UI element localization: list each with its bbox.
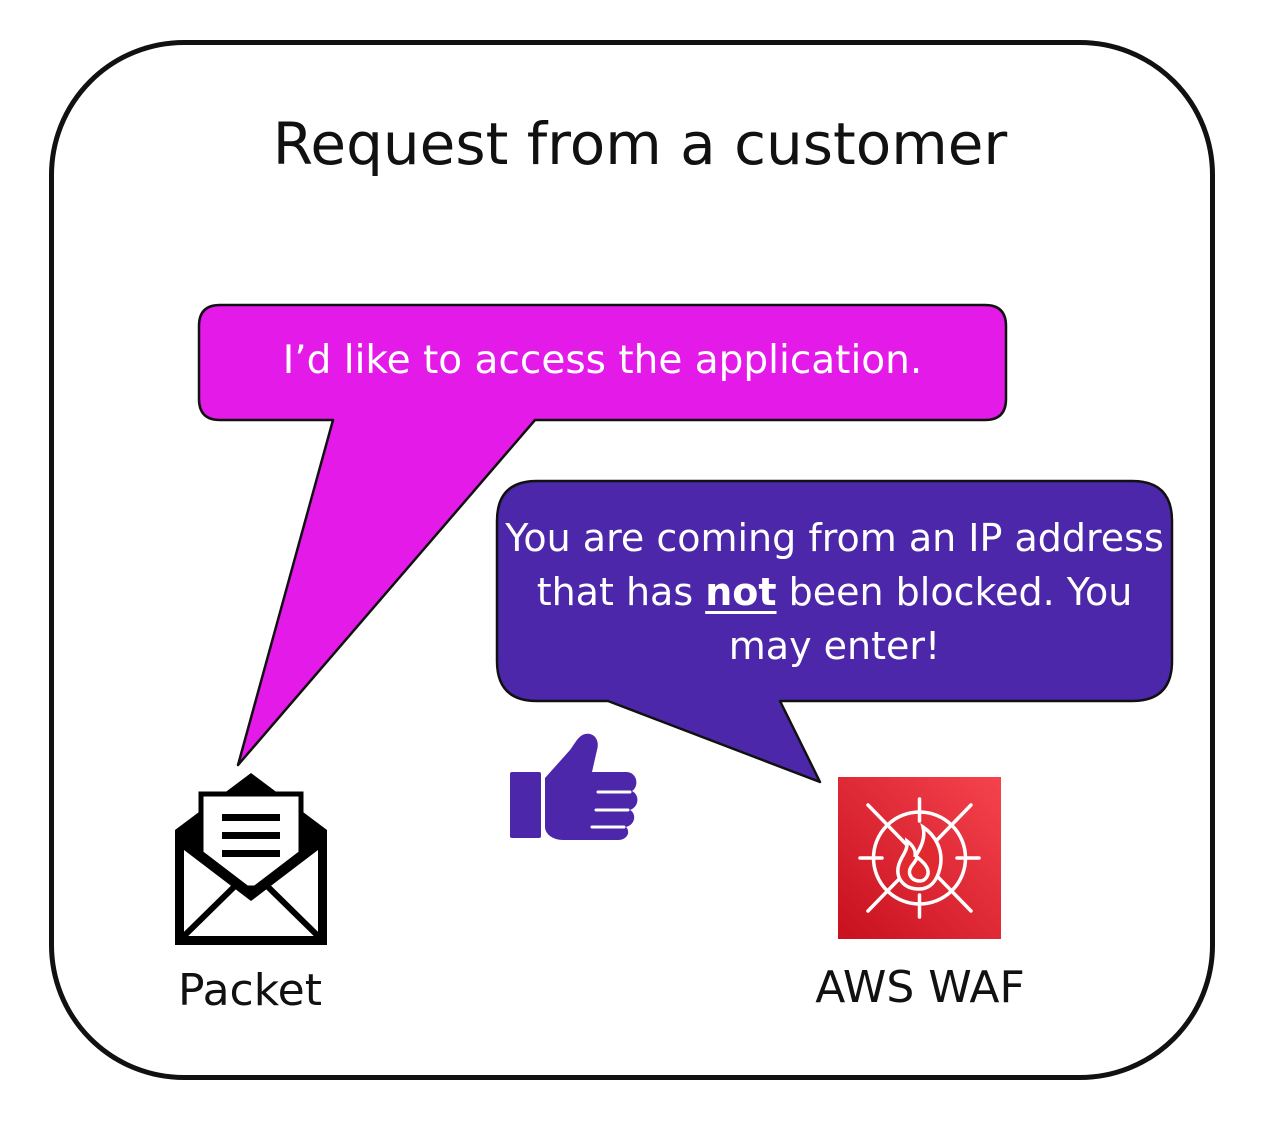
waf-label: AWS WAF <box>815 962 1025 1013</box>
thumbs-up-icon <box>510 733 638 840</box>
waf-text-emphasis: not <box>705 570 777 614</box>
packet-label: Packet <box>178 965 322 1016</box>
customer-bubble-text: I’d like to access the application. <box>282 338 923 383</box>
open-envelope-icon <box>175 773 327 945</box>
waf-speech-bubble <box>495 479 1174 784</box>
waf-text-after: been blocked. You may enter! <box>728 570 1133 668</box>
waf-bubble-text: You are coming from an IP address that h… <box>497 511 1172 673</box>
diagram-title: Request from a customer <box>272 110 1008 178</box>
customer-speech-bubble <box>197 303 1008 767</box>
aws-waf-icon <box>838 777 1001 939</box>
waf-text-before: You are coming from an IP address that h… <box>505 516 1164 614</box>
